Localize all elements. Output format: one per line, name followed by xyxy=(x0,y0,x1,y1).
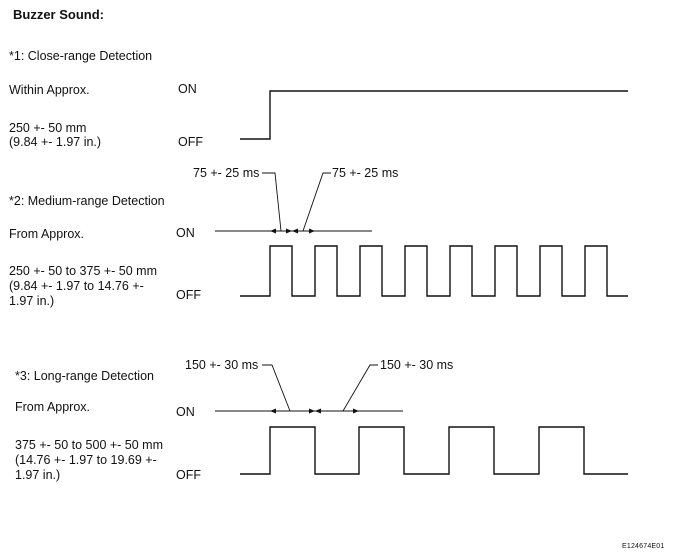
long-range-desc-line3: (14.76 +- 1.97 to 19.69 +- xyxy=(15,453,157,467)
long-range-on-arrow-left xyxy=(270,408,276,414)
medium-range-desc-line3: (9.84 +- 1.97 to 14.76 +- xyxy=(9,279,144,293)
medium-range-time-off-leader xyxy=(302,172,331,232)
medium-range-off-arrow-left xyxy=(292,228,298,234)
figure-code: E124674E01 xyxy=(622,543,665,550)
long-range-off-arrow-left xyxy=(315,408,321,414)
long-range-on-arrow-right xyxy=(309,408,315,414)
long-range-desc-line1: From Approx. xyxy=(15,400,91,414)
close-range-on-label: ON xyxy=(178,82,197,96)
close-range-waveform xyxy=(240,90,628,140)
long-range-desc-line2: 375 +- 50 to 500 +- 50 mm xyxy=(15,438,164,452)
long-range-time-on-leader xyxy=(262,364,291,412)
medium-range-desc-line2: 250 +- 50 to 375 +- 50 mm xyxy=(9,264,158,278)
long-range-heading: *3: Long-range Detection xyxy=(15,369,154,383)
long-range-time-off-label: 150 +- 30 ms xyxy=(380,358,454,372)
medium-range-on-label: ON xyxy=(176,226,195,240)
medium-range-heading: *2: Medium-range Detection xyxy=(9,194,165,208)
close-range-off-label: OFF xyxy=(178,135,203,149)
long-range-waveform xyxy=(240,426,628,475)
long-range-on-label: ON xyxy=(176,405,195,419)
long-range-time-on-label: 150 +- 30 ms xyxy=(185,358,259,372)
medium-range-on-arrow-left xyxy=(270,228,276,234)
medium-range-desc-line1: From Approx. xyxy=(9,227,85,241)
medium-range-desc-line4: 1.97 in.) xyxy=(9,294,55,308)
long-range-off-label: OFF xyxy=(176,468,201,482)
close-range-desc-line2: 250 +- 50 mm xyxy=(9,121,87,135)
diagram-title: Buzzer Sound: xyxy=(13,7,104,22)
close-range-desc-line3: (9.84 +- 1.97 in.) xyxy=(9,135,102,149)
medium-range-waveform xyxy=(240,245,628,297)
close-range-heading: *1: Close-range Detection xyxy=(9,49,153,63)
medium-range-off-arrow-right xyxy=(309,228,315,234)
medium-range-time-off-label: 75 +- 25 ms xyxy=(332,166,399,180)
close-range-desc-line1: Within Approx. xyxy=(9,83,90,97)
long-range-time-off-leader xyxy=(342,364,378,412)
medium-range-time-on-leader xyxy=(262,172,282,232)
long-range-desc-line4: 1.97 in.) xyxy=(15,468,61,482)
long-range-off-arrow-right xyxy=(353,408,359,414)
medium-range-time-on-label: 75 +- 25 ms xyxy=(193,166,260,180)
medium-range-off-label: OFF xyxy=(176,288,201,302)
medium-range-on-arrow-right xyxy=(286,228,292,234)
